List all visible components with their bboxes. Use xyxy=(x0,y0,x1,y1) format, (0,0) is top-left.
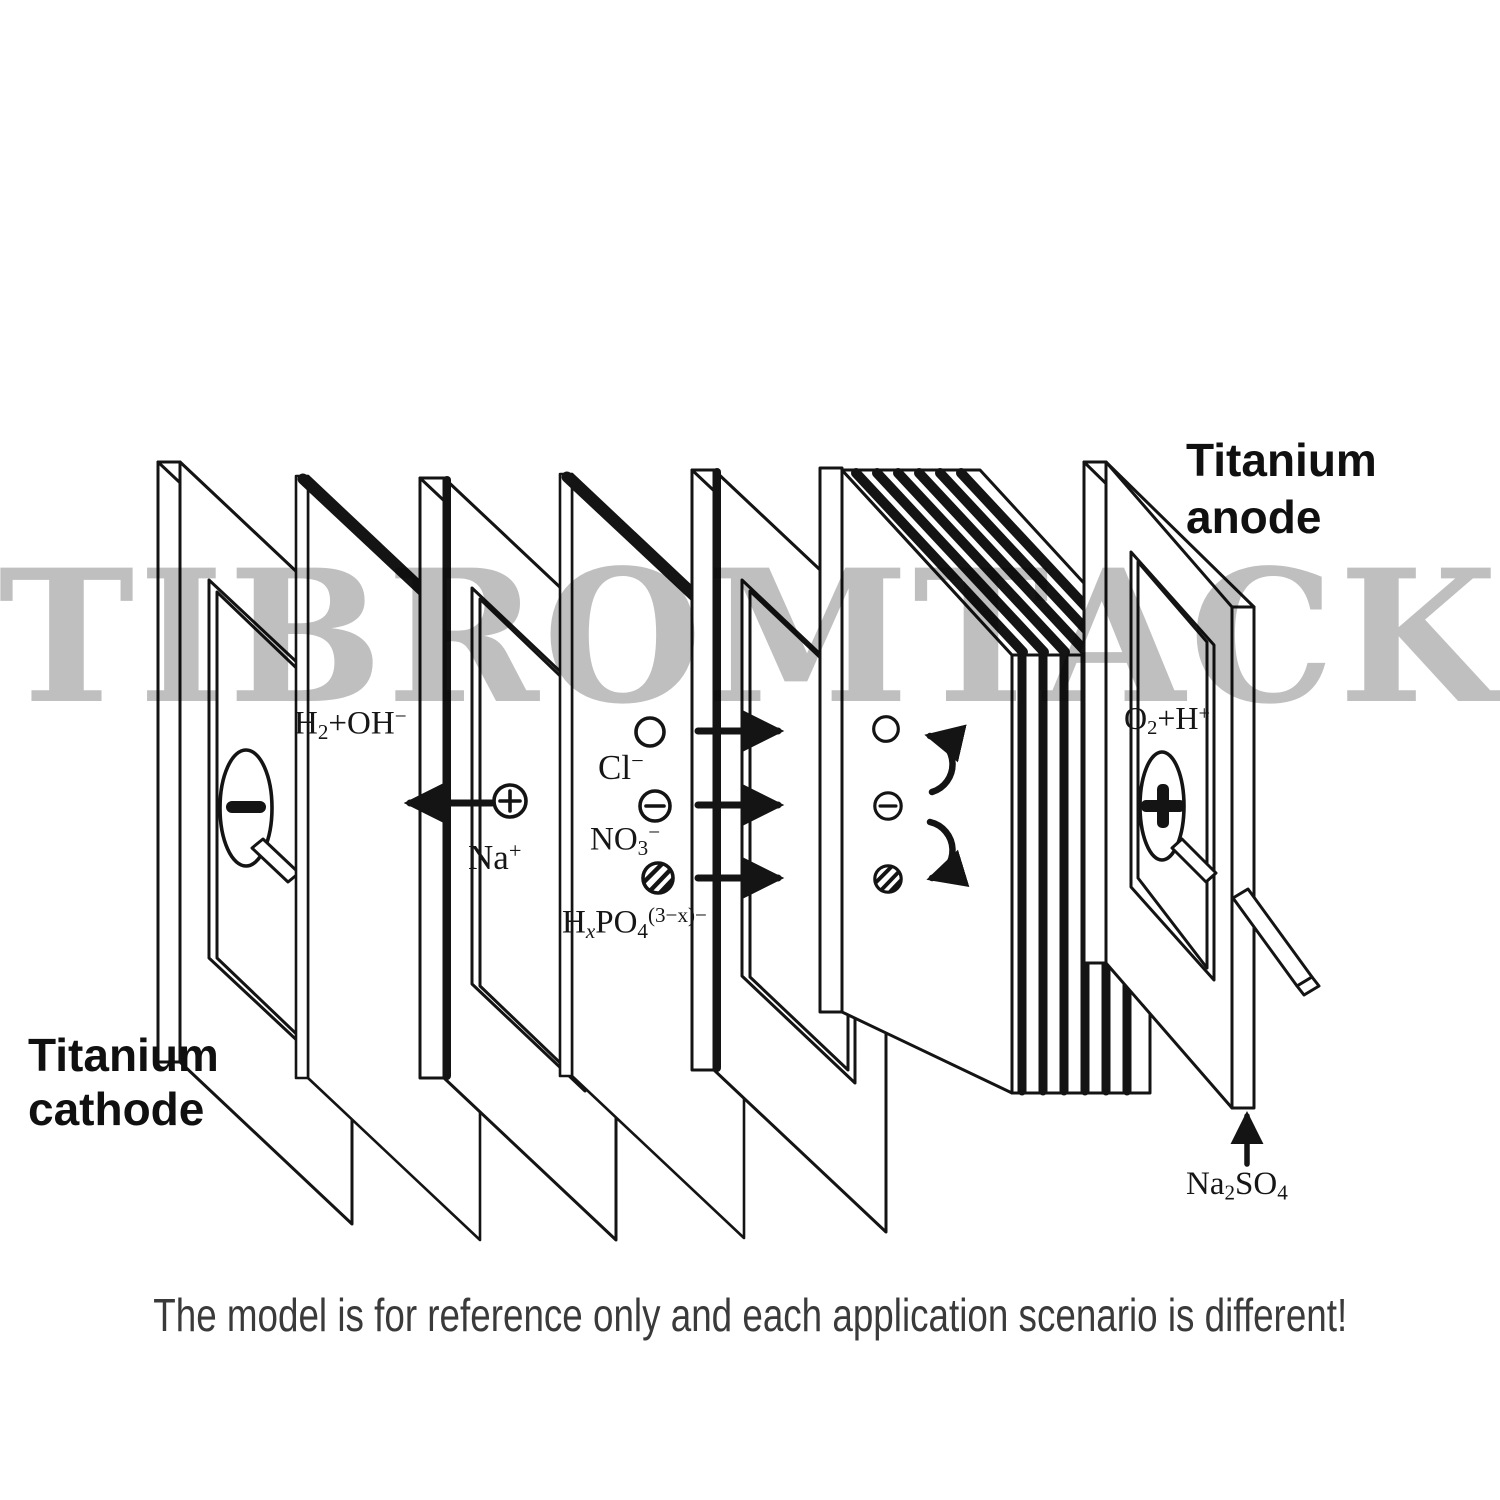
anode-title-line2: anode xyxy=(1186,491,1322,543)
anion-right-arrows xyxy=(694,710,785,899)
chloride-label: Cl− xyxy=(598,748,644,787)
nitrate-ion-icon xyxy=(638,789,672,823)
cathode-title: Titanium cathode xyxy=(28,1028,219,1136)
phosphate-label: HxPO4(3−x)− xyxy=(562,903,707,943)
stack-top-stripes xyxy=(851,468,1133,657)
cathode-products-label: H2+OH− xyxy=(294,704,407,744)
reference-caption: The model is for reference only and each… xyxy=(153,1289,1347,1341)
brand-watermark: TIBROMTACK xyxy=(0,530,1500,745)
circulation-arrow-bottom xyxy=(926,818,970,887)
cathode-title-line1: Titanium xyxy=(28,1029,219,1081)
cathode-minus-icon xyxy=(226,801,266,813)
nitrate-label: NO3− xyxy=(590,820,661,860)
anode-terminal-pin xyxy=(1170,837,1218,884)
spacer-frame-1 xyxy=(418,476,618,1242)
circulation-arrows xyxy=(924,724,970,887)
titanium-anode-plate xyxy=(1082,460,1321,1110)
anode-thickness-band xyxy=(1230,605,1256,1110)
caption-row: The model is for reference only and each… xyxy=(0,1288,1500,1342)
anode-title-line1: Titanium xyxy=(1186,434,1377,486)
anode-title: Titanium anode xyxy=(1186,432,1377,546)
electrolyte-label: Na2SO4 xyxy=(1186,1166,1288,1205)
stack-front-edge xyxy=(818,466,844,1014)
circulation-arrow-top xyxy=(924,724,967,796)
anode-rod-endcap xyxy=(1295,975,1321,997)
sodium-cation-icon xyxy=(492,783,528,819)
nitrate-ion-icon xyxy=(873,791,903,821)
anode-plus-icon xyxy=(1141,784,1185,828)
cathode-title-line2: cathode xyxy=(28,1083,205,1135)
sodium-label: Na+ xyxy=(468,838,522,877)
anode-products-label: O2+H+ xyxy=(1124,700,1211,740)
